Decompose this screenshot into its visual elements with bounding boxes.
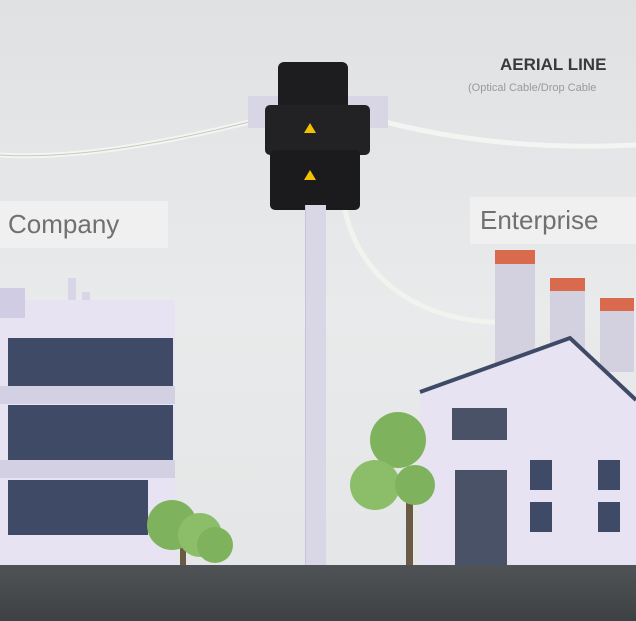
sign-title: AERIAL LINE bbox=[500, 55, 607, 74]
cable-left-edge bbox=[0, 117, 266, 157]
enterprise-label: Enterprise bbox=[470, 197, 636, 244]
tree-right bbox=[350, 412, 435, 568]
cable-drop bbox=[342, 209, 496, 325]
sign-subtitle: (Optical Cable/Drop Cable bbox=[468, 82, 597, 94]
ground bbox=[0, 565, 636, 621]
company-label: Company bbox=[0, 201, 168, 248]
cable-left bbox=[0, 115, 266, 159]
cable-right bbox=[369, 115, 636, 149]
company-building bbox=[0, 278, 175, 565]
enterprise-factory bbox=[419, 250, 636, 565]
pole bbox=[305, 205, 326, 567]
fiber-closure-box bbox=[265, 62, 370, 210]
tree-left bbox=[147, 500, 233, 568]
